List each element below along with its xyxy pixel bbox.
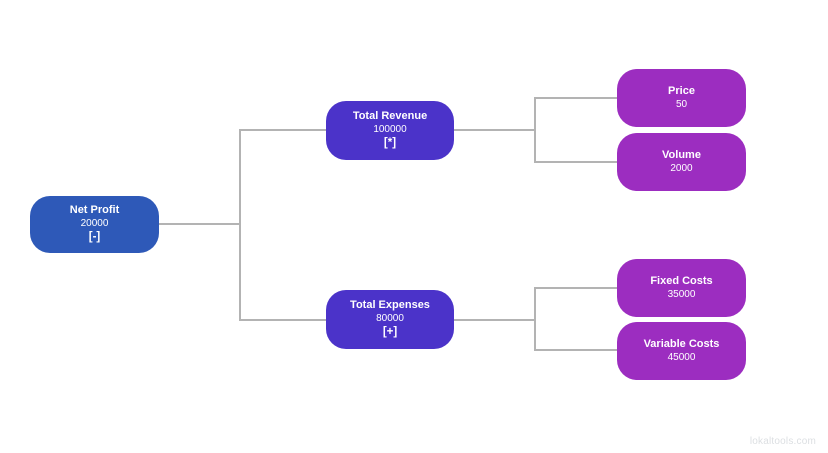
edge-expenses-vertical — [534, 287, 536, 351]
node-variable-costs[interactable]: Variable Costs 45000 — [617, 322, 746, 380]
edge-to-variable-costs — [534, 349, 617, 351]
node-value: 35000 — [667, 288, 696, 300]
edge-netprofit-trunk — [159, 223, 240, 225]
node-title: Net Profit — [69, 204, 120, 217]
node-value: 45000 — [667, 351, 696, 363]
node-volume[interactable]: Volume 2000 — [617, 133, 746, 191]
node-net-profit[interactable]: Net Profit 20000 [-] — [30, 196, 159, 253]
edge-revenue-vertical — [534, 97, 536, 163]
edge-to-total-expenses — [239, 319, 326, 321]
node-price[interactable]: Price 50 — [617, 69, 746, 127]
node-value: 50 — [675, 98, 688, 110]
edge-to-price — [534, 97, 617, 99]
node-operator: [*] — [383, 137, 397, 150]
node-value: 80000 — [376, 312, 404, 324]
watermark: lokaltools.com — [749, 436, 816, 447]
node-operator: [-] — [88, 231, 101, 244]
node-fixed-costs[interactable]: Fixed Costs 35000 — [617, 259, 746, 317]
node-operator: [+] — [382, 326, 398, 339]
node-value: 2000 — [670, 162, 693, 174]
edge-to-total-revenue — [239, 129, 326, 131]
node-total-expenses[interactable]: Total Expenses 80000 [+] — [326, 290, 454, 349]
node-value: 20000 — [80, 217, 109, 229]
edge-netprofit-vertical — [239, 129, 241, 321]
node-title: Total Revenue — [352, 110, 428, 123]
node-title: Total Expenses — [350, 299, 430, 312]
edge-revenue-trunk — [454, 129, 535, 131]
edge-to-volume — [534, 161, 617, 163]
node-title: Fixed Costs — [650, 274, 713, 287]
node-title: Price — [668, 84, 695, 97]
node-value: 100000 — [373, 123, 407, 135]
edge-expenses-trunk — [454, 319, 535, 321]
node-title: Volume — [662, 148, 701, 161]
edge-to-fixed-costs — [534, 287, 617, 289]
node-title: Variable Costs — [643, 337, 720, 350]
node-total-revenue[interactable]: Total Revenue 100000 [*] — [326, 101, 454, 160]
